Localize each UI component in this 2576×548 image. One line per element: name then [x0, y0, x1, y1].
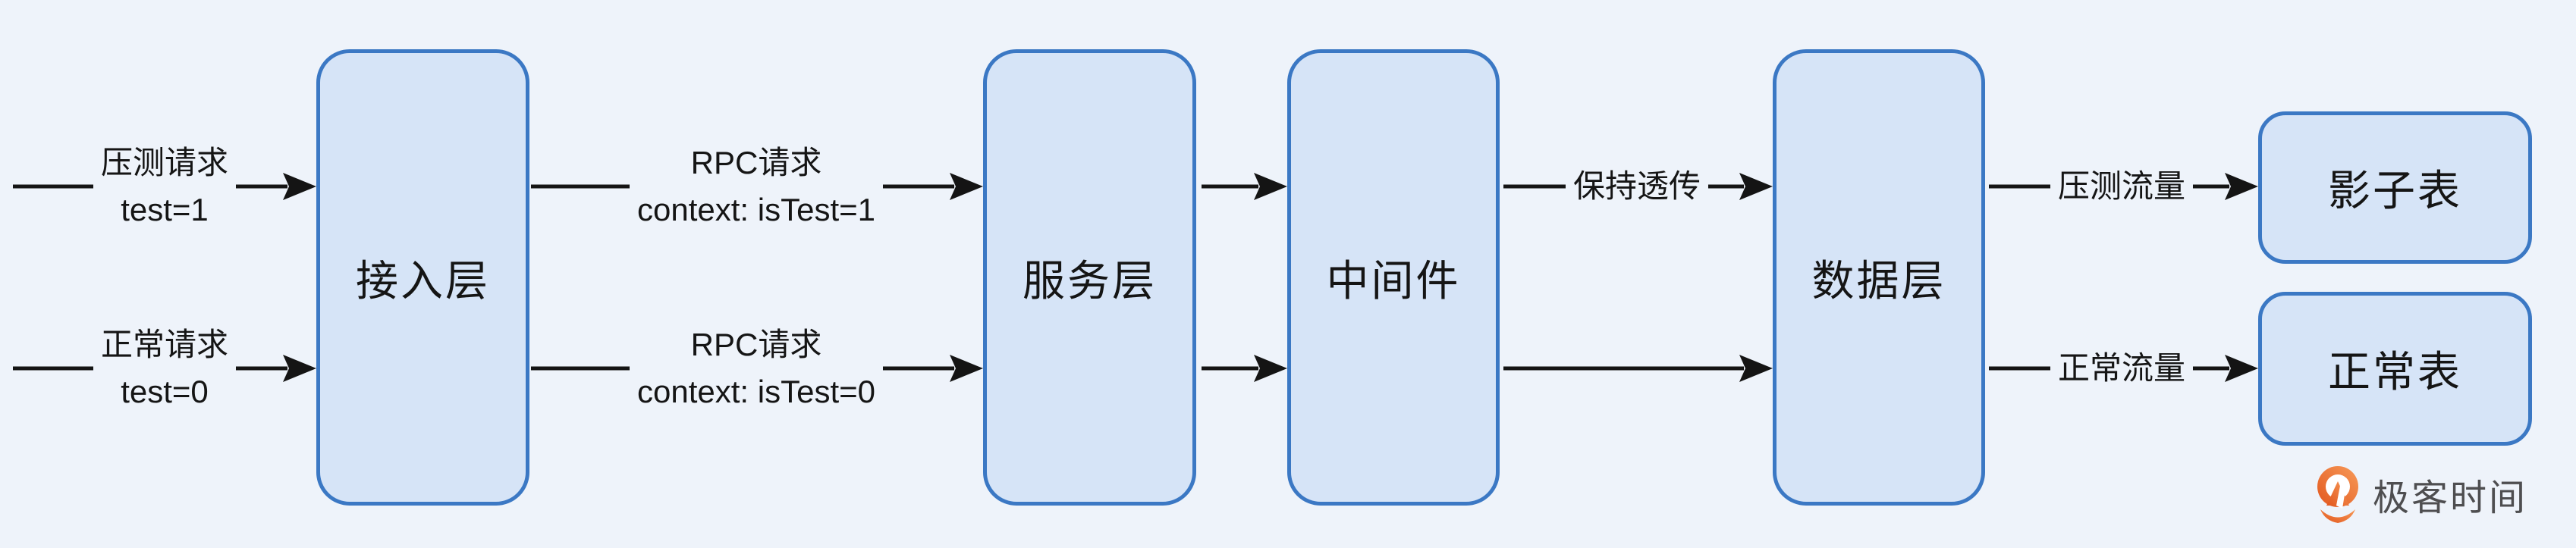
edge-label-passthrough: 保持透传 — [1565, 163, 1709, 210]
arrowhead-icon — [2225, 355, 2258, 382]
node-label: 数据层 — [1811, 256, 1946, 305]
edge-label-stress-traffic: 压测流量 — [2050, 163, 2194, 210]
edge-label-normal-traffic: 正常流量 — [2050, 345, 2194, 392]
arrowhead-icon — [283, 173, 316, 200]
edge-service-middleware-top — [1202, 173, 1287, 200]
edge-label-stress-request: 压测请求 test=1 — [93, 139, 237, 233]
arrowhead-icon — [2225, 173, 2258, 200]
edge-service-middleware-bottom — [1202, 355, 1287, 382]
edge-label-normal-request: 正常请求 test=0 — [93, 321, 237, 415]
node-label: 服务层 — [1023, 256, 1157, 305]
node-service-layer: 服务层 — [983, 49, 1196, 506]
edge-label-rpc-normal: RPC请求 context: isTest=0 — [630, 321, 883, 415]
arrowhead-icon — [1254, 173, 1287, 200]
node-label: 正常表 — [2328, 348, 2462, 396]
node-data-layer: 数据层 — [1773, 49, 1985, 506]
geektime-logo-icon — [2317, 466, 2358, 523]
node-shadow-table: 影子表 — [2258, 111, 2532, 264]
node-label: 中间件 — [1326, 256, 1461, 305]
geektime-logo: 极客时间 — [2315, 458, 2527, 531]
node-access-layer: 接入层 — [316, 49, 529, 506]
arrowhead-icon — [950, 355, 983, 382]
arrowhead-icon — [1739, 173, 1773, 200]
geektime-logo-text: 极客时间 — [2373, 478, 2528, 518]
edge-middleware-data-bottom — [1503, 355, 1773, 382]
node-label: 影子表 — [2328, 167, 2462, 215]
arrowhead-icon — [1254, 355, 1287, 382]
arrowhead-icon — [1739, 355, 1773, 382]
node-normal-table: 正常表 — [2258, 292, 2532, 446]
arrowhead-icon — [283, 355, 316, 382]
arrowhead-icon — [950, 173, 983, 200]
node-middleware: 中间件 — [1287, 49, 1500, 506]
node-label: 接入层 — [356, 256, 490, 305]
edge-label-rpc-test: RPC请求 context: isTest=1 — [630, 139, 883, 233]
